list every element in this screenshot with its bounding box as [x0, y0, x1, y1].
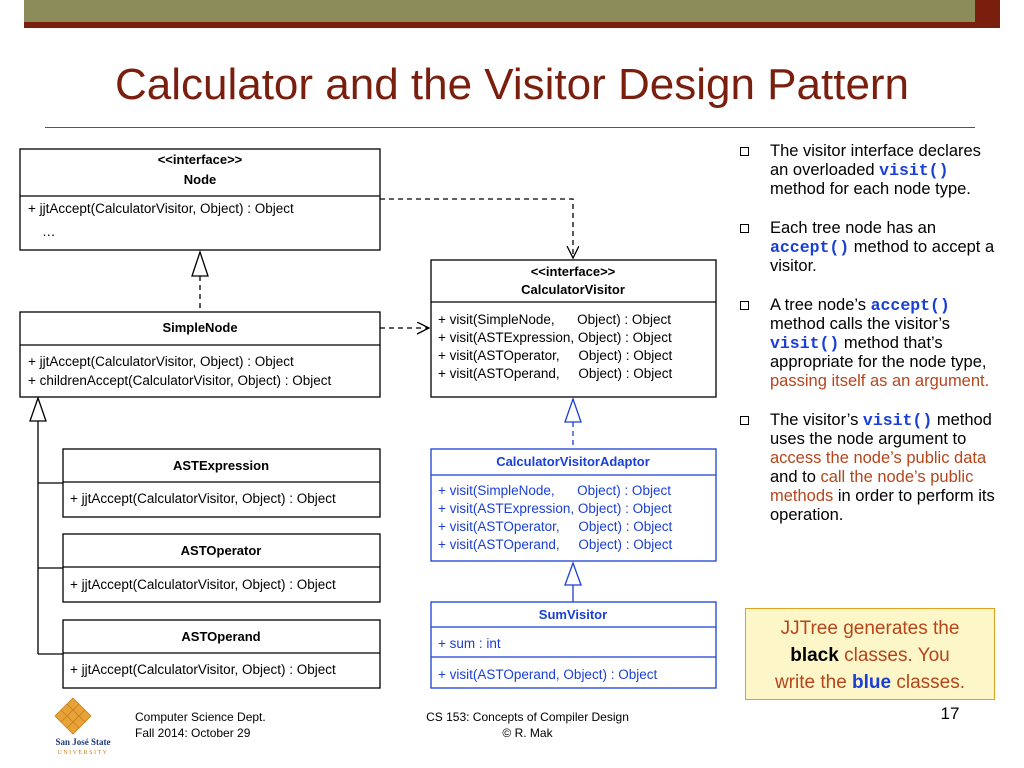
code-visit: visit(): [879, 161, 949, 180]
realization-simple-node-node: [191, 249, 209, 312]
code-visit: visit(): [862, 411, 933, 430]
class-calculator-visitor: <<interface>> CalculatorVisitor + visit(…: [430, 259, 717, 398]
simple-node-name: SimpleNode: [162, 320, 237, 335]
logo-university: UNIVERSITY: [58, 750, 109, 756]
footer-left: Computer Science Dept. Fall 2014: Octobe…: [135, 710, 266, 740]
bullet-list: The visitor interface declares an overlo…: [738, 142, 1003, 545]
generalization-ast-simple-node: [29, 396, 63, 655]
square-bullet-icon: [740, 224, 749, 233]
calculator-visitor-stereotype: <<interface>>: [531, 264, 616, 279]
bullet-visit-uses-node: The visitor’s visit() method uses the no…: [738, 411, 1003, 525]
top-accent-bar: [24, 0, 975, 28]
node-op-1: + jjtAccept(CalculatorVisitor, Object) :…: [28, 201, 294, 216]
adaptor-op-4: + visit(ASTOperand, Object) : Object: [438, 537, 672, 552]
square-bullet-icon: [740, 301, 749, 310]
dependency-node-visitor: [380, 198, 573, 258]
slide-title: Calculator and the Visitor Design Patter…: [114, 60, 910, 109]
calculator-visitor-name: CalculatorVisitor: [521, 282, 625, 297]
bullet-visitor-interface: The visitor interface declares an overlo…: [738, 142, 1003, 199]
note-black-word: black: [790, 645, 839, 666]
code-accept: accept(): [770, 238, 850, 257]
ast-expression-op-1: + jjtAccept(CalculatorVisitor, Object) :…: [70, 491, 336, 506]
ast-operator-name: ASTOperator: [181, 543, 262, 558]
class-ast-operand: ASTOperand + jjtAccept(CalculatorVisitor…: [62, 619, 381, 689]
bullet-tree-node-accept: Each tree node has an accept() method to…: [738, 219, 1003, 276]
adaptor-op-3: + visit(ASTOperator, Object) : Object: [438, 519, 672, 534]
calculator-visitor-op-3: + visit(ASTOperator, Object) : Object: [438, 348, 672, 363]
class-ast-expression: ASTExpression + jjtAccept(CalculatorVisi…: [62, 448, 381, 518]
square-bullet-icon: [740, 147, 749, 156]
generalization-sum-visitor-adaptor: [564, 561, 582, 602]
code-accept: accept(): [870, 296, 950, 315]
simple-node-op-2: + childrenAccept(CalculatorVisitor, Obje…: [28, 373, 332, 388]
sum-visitor-op-1: + visit(ASTOperand, Object) : Object: [438, 667, 657, 682]
highlight-public-methods: call the node’s public methods: [770, 468, 974, 505]
ast-expression-name: ASTExpression: [173, 458, 269, 473]
note-blue-word: blue: [852, 672, 892, 693]
highlight-public-data: access the node’s public data: [770, 449, 987, 467]
simple-node-op-1: + jjtAccept(CalculatorVisitor, Object) :…: [28, 354, 294, 369]
node-op-more: …: [42, 224, 56, 239]
class-node: <<interface>> Node + jjtAccept(Calculato…: [19, 148, 381, 251]
calculator-visitor-op-1: + visit(SimpleNode, Object) : Object: [438, 312, 671, 327]
title-divider: [45, 127, 975, 128]
node-name: Node: [184, 172, 217, 187]
ast-operand-op-1: + jjtAccept(CalculatorVisitor, Object) :…: [70, 662, 336, 677]
class-ast-operator: ASTOperator + jjtAccept(CalculatorVisito…: [62, 533, 381, 603]
highlight-passing-itself: passing itself as an argument.: [770, 372, 990, 390]
jjtree-note: JJTree generates the black classes. You …: [745, 608, 995, 700]
node-stereotype: <<interface>>: [158, 152, 243, 167]
logo-name: San José State: [55, 737, 110, 747]
ast-operand-name: ASTOperand: [181, 629, 260, 644]
code-visit: visit(): [770, 334, 840, 353]
class-calculator-visitor-adaptor: CalculatorVisitorAdaptor + visit(SimpleN…: [430, 448, 717, 562]
sum-visitor-attr-1: + sum : int: [438, 636, 501, 651]
sum-visitor-name: SumVisitor: [539, 607, 607, 622]
class-simple-node: SimpleNode + jjtAccept(CalculatorVisitor…: [19, 311, 381, 398]
calculator-visitor-op-4: + visit(ASTOperand, Object) : Object: [438, 366, 672, 381]
top-accent-block: [975, 0, 1000, 28]
square-bullet-icon: [740, 416, 749, 425]
class-sum-visitor: SumVisitor + sum : int + visit(ASTOperan…: [430, 601, 717, 689]
bullet-accept-calls-visit: A tree node’s accept() method calls the …: [738, 296, 1003, 391]
realization-adaptor-visitor: [564, 397, 582, 449]
sjsu-logo: San José State UNIVERSITY: [54, 697, 111, 756]
ast-operator-op-1: + jjtAccept(CalculatorVisitor, Object) :…: [70, 577, 336, 592]
calculator-visitor-op-2: + visit(ASTExpression, Object) : Object: [438, 330, 672, 345]
footer-center: CS 153: Concepts of Compiler Design © R.…: [426, 710, 629, 740]
adaptor-op-2: + visit(ASTExpression, Object) : Object: [438, 501, 672, 516]
page-number: 17: [940, 704, 960, 723]
adaptor-op-1: + visit(SimpleNode, Object) : Object: [438, 483, 671, 498]
adaptor-name: CalculatorVisitorAdaptor: [496, 454, 650, 469]
